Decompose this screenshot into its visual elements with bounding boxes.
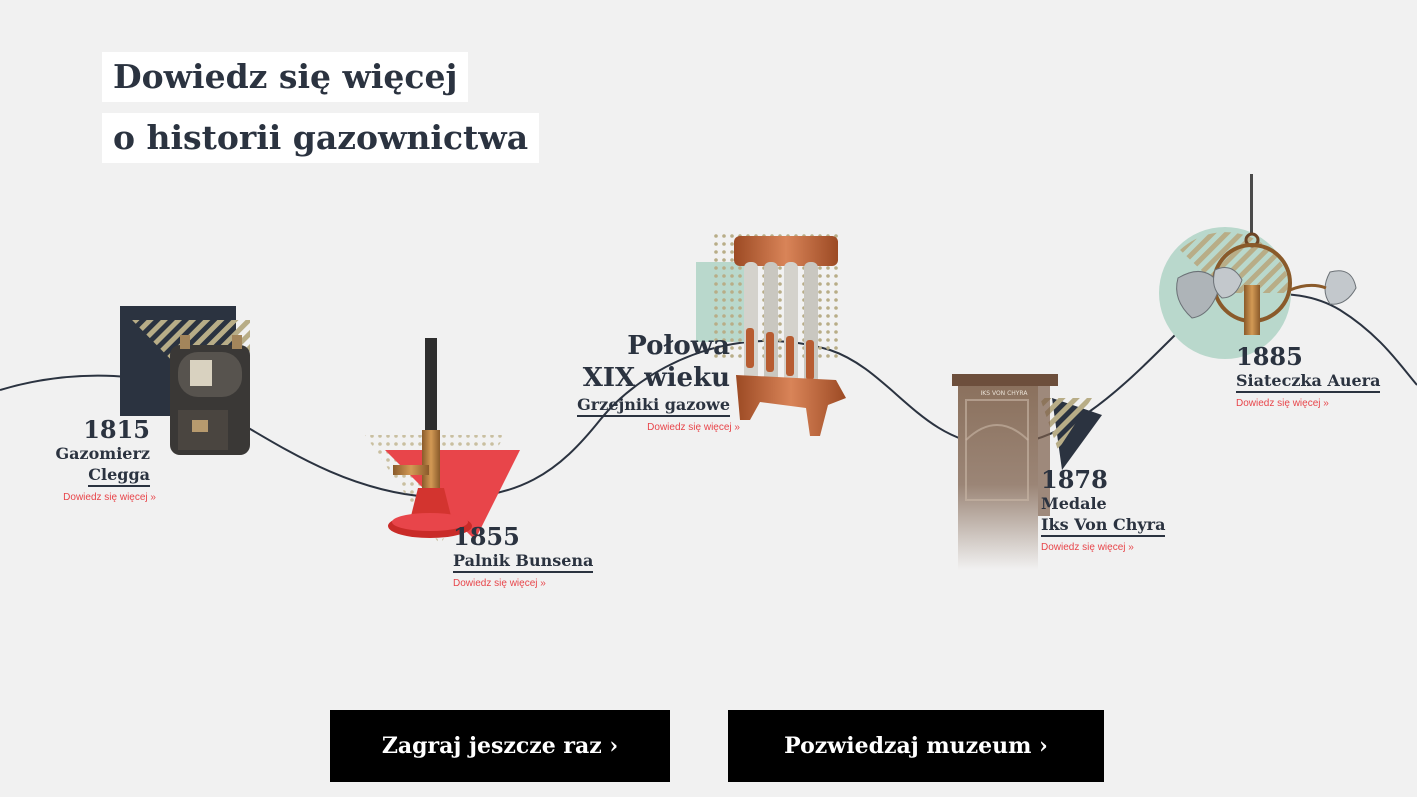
- item-title-line2[interactable]: Clegga: [88, 464, 150, 487]
- timeline-item-mid-19th: Połowa XIX wieku Grzejniki gazowe Dowied…: [540, 330, 740, 433]
- gas-heater-icon: [696, 232, 846, 436]
- gas-lamp-icon: [1159, 174, 1357, 359]
- learn-more-link[interactable]: Dowiedz się więcej »: [63, 492, 156, 503]
- timeline-item-1885: 1885 Siateczka Auera Dowiedz się więcej …: [1236, 342, 1381, 409]
- visit-museum-button[interactable]: Pozwiedzaj muzeum ›: [728, 710, 1104, 782]
- year-label: 1885: [1236, 342, 1303, 371]
- item-title[interactable]: Grzejniki gazowe: [577, 394, 730, 417]
- gas-meter-icon: [120, 306, 250, 455]
- item-title[interactable]: Siateczka Auera: [1236, 370, 1381, 393]
- learn-more-link[interactable]: Dowiedz się więcej »: [647, 422, 740, 433]
- learn-more-link[interactable]: Dowiedz się więcej »: [1236, 398, 1329, 409]
- play-again-button[interactable]: Zagraj jeszcze raz ›: [330, 710, 670, 782]
- heading-line-2: o historii gazownictwa: [102, 113, 540, 163]
- year-label: 1878: [1041, 465, 1108, 494]
- learn-more-link[interactable]: Dowiedz się więcej »: [453, 578, 546, 589]
- case-inscription: IKS VON CHYRA: [981, 390, 1029, 397]
- item-title-line1[interactable]: Medale: [1041, 494, 1107, 513]
- item-title-line2[interactable]: Iks Von Chyra: [1041, 514, 1166, 537]
- year-label: 1855: [453, 522, 520, 551]
- timeline-item-1878: 1878 Medale Iks Von Chyra Dowiedz się wi…: [1041, 465, 1166, 553]
- period-label-line1: Połowa: [627, 331, 730, 361]
- medal-case-icon: IKS VON CHYRA: [952, 374, 1102, 570]
- timeline-item-1815: 1815 Gazomierz Clegga Dowiedz się więcej…: [40, 415, 157, 504]
- year-label: 1815: [83, 415, 150, 444]
- item-title[interactable]: Palnik Bunsena: [453, 550, 594, 573]
- heading-line-1: Dowiedz się więcej: [102, 52, 469, 102]
- bunsen-burner-icon: [365, 338, 520, 545]
- timeline-item-1855: 1855 Palnik Bunsena Dowiedz się więcej »: [453, 522, 594, 589]
- period-label-line2: XIX wieku: [582, 363, 730, 393]
- item-title-line1[interactable]: Gazomierz: [55, 444, 151, 463]
- learn-more-link[interactable]: Dowiedz się więcej »: [1041, 542, 1134, 553]
